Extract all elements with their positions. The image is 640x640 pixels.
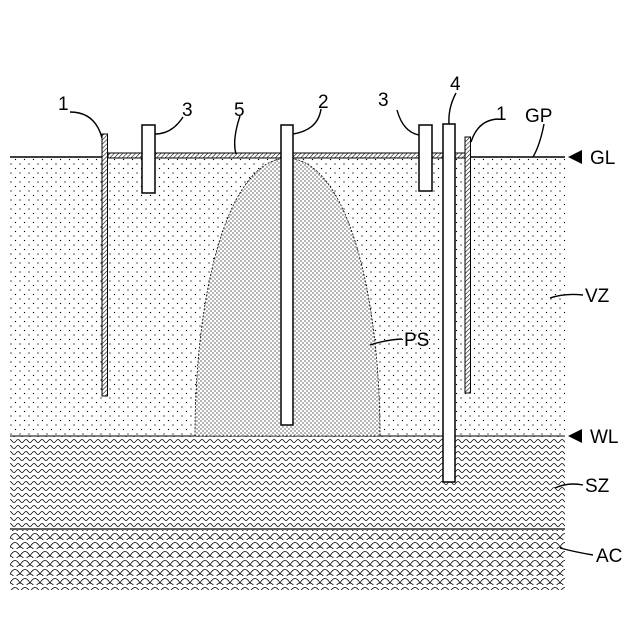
well-right (465, 137, 471, 393)
leader-ground-plane (533, 124, 544, 157)
label-saturated-zone: SZ (585, 476, 610, 497)
label-ground-level: GL (590, 148, 615, 169)
saturated-zone-region (10, 436, 565, 528)
leader-injection-pipe (293, 109, 321, 134)
leader-well-right (471, 119, 498, 142)
leader-pipe-left (155, 117, 183, 134)
label-aquitard: AC (596, 546, 622, 567)
label-water-level: WL (590, 427, 619, 448)
monitor-pipe (443, 124, 455, 482)
injection-pipe (281, 125, 293, 425)
well-left (102, 134, 108, 396)
label-pipe-right: 3 (378, 90, 389, 111)
label-vadose-zone: VZ (585, 286, 610, 307)
aquitard-region (10, 530, 565, 590)
leader-cover-sheet (235, 116, 240, 154)
label-ground-plane: GP (525, 106, 552, 127)
leader-pipe-right (397, 110, 419, 135)
label-monitor-pipe: 4 (450, 74, 461, 95)
label-pipe-left: 3 (182, 100, 193, 121)
leader-well-left (70, 112, 102, 138)
label-well-left: 1 (58, 94, 69, 115)
leader-monitor-pipe (449, 93, 456, 124)
label-plume: PS (404, 330, 429, 351)
water-level-marker-icon (568, 429, 582, 443)
label-well-right: 1 (496, 104, 507, 125)
pipe-left (142, 125, 155, 193)
ground-level-marker-icon (568, 150, 582, 164)
label-cover-sheet: 5 (234, 100, 245, 121)
label-injection-pipe: 2 (318, 92, 329, 113)
pipe-right (419, 125, 432, 191)
